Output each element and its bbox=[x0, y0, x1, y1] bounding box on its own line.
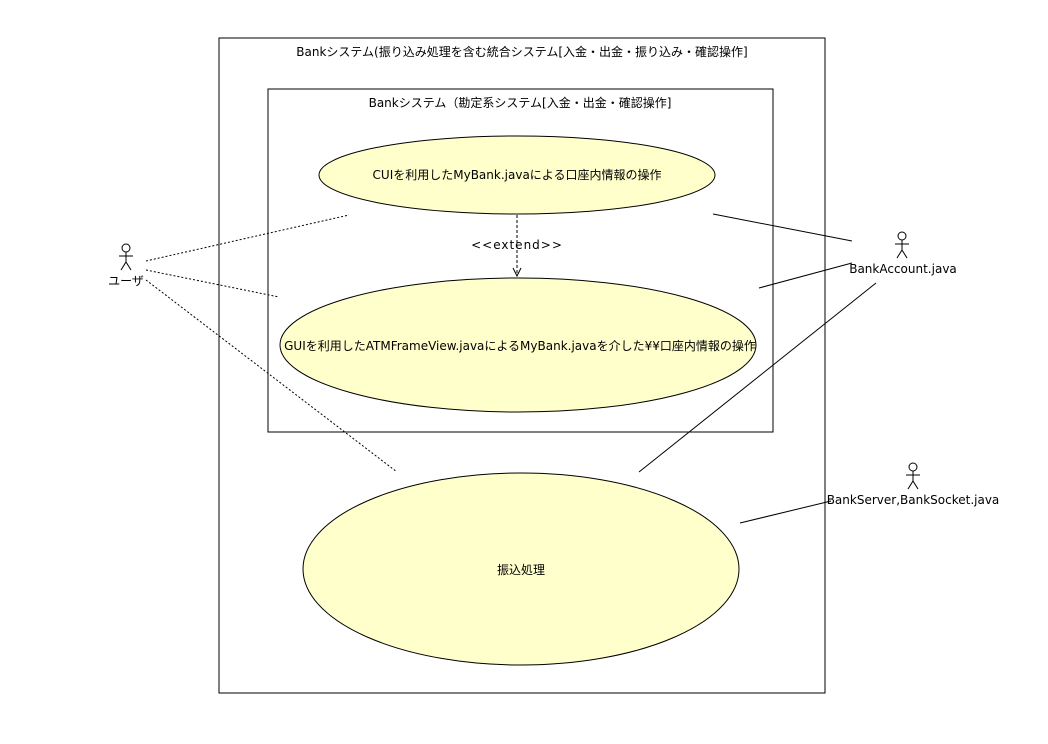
assoc-bank-account-cui bbox=[712, 213, 853, 242]
use-case-gui-label: GUIを利用したATMFrameView.javaによるMyBank.javaを… bbox=[284, 338, 756, 353]
actor-bank-account-leg-right bbox=[901, 249, 908, 259]
extend-arrow-head bbox=[512, 267, 522, 278]
actor-user-leg-left bbox=[120, 261, 127, 271]
actor-bank-server bbox=[906, 462, 920, 490]
actor-bank-account bbox=[895, 231, 909, 259]
use-case-transfer-label: 振込処理 bbox=[497, 563, 545, 577]
actor-user-label: ユーザ bbox=[108, 274, 144, 288]
actor-bank-account-leg-left bbox=[896, 249, 903, 259]
outer-system-boundary bbox=[218, 37, 826, 694]
use-case-cui bbox=[318, 135, 716, 215]
actor-user-leg-right bbox=[125, 261, 132, 271]
use-case-cui-label: CUIを利用したMyBank.javaによる口座内情報の操作 bbox=[373, 167, 662, 182]
actor-user-head bbox=[121, 243, 131, 253]
actor-bank-account-label: BankAccount.java bbox=[849, 262, 957, 276]
actor-user bbox=[119, 243, 133, 271]
assoc-bank-account-transfer bbox=[638, 282, 877, 473]
assoc-bank-server-transfer bbox=[739, 500, 832, 524]
actor-bank-server-leg-left bbox=[907, 480, 914, 490]
inner-system-boundary bbox=[267, 88, 774, 433]
assoc-user-gui bbox=[145, 269, 280, 298]
assoc-user-cui bbox=[145, 214, 350, 262]
actor-bank-server-head bbox=[908, 462, 918, 472]
actor-bank-account-head bbox=[897, 231, 907, 241]
assoc-user-transfer bbox=[145, 279, 398, 473]
outer-system-title: Bankシステム(振り込み処理を含む統合システム[入金・出金・振り込み・確認操作… bbox=[296, 44, 747, 59]
extend-label: <<extend>> bbox=[471, 238, 563, 252]
inner-system-title: Bankシステム（勘定系システム[入金・出金・確認操作] bbox=[369, 95, 672, 110]
use-case-transfer bbox=[302, 472, 740, 666]
actor-bank-server-leg-right bbox=[912, 480, 919, 490]
assoc-bank-account-gui bbox=[758, 262, 853, 289]
use-case-gui bbox=[279, 277, 757, 413]
actor-bank-server-label: BankServer,BankSocket.java bbox=[827, 493, 1000, 507]
